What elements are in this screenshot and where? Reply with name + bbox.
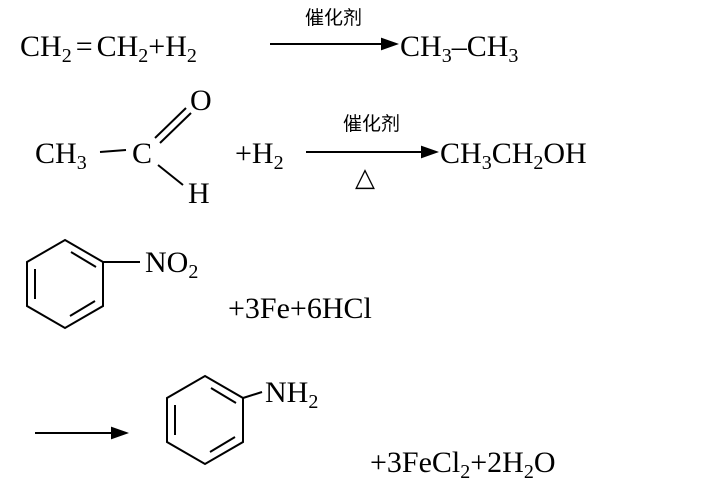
arrow-head-icon (111, 426, 129, 440)
amino-group: NH2 (265, 376, 318, 413)
hydrogen-atom: H (188, 177, 210, 210)
catalyst-label: 催化剂 (343, 113, 400, 135)
arrow-head-icon (381, 37, 399, 51)
arrow-head-icon (421, 145, 439, 159)
byproducts: +3FeCl2+2H2O (370, 446, 556, 480)
equation-nitrobenzene: NO2 +3Fe+6HCl (26, 238, 372, 330)
methyl-group: CH3 (35, 137, 87, 174)
hydrogen-reagent: +H2 (235, 137, 284, 174)
reactant-ethene: CH2=CH2+H2 (20, 30, 197, 67)
benzene-ring-icon (26, 238, 104, 330)
product-ethane: CH3–CH3 (400, 30, 518, 67)
heat-symbol: △ (355, 163, 375, 192)
nitro-group: NO2 (145, 246, 198, 283)
amino-bond (242, 391, 263, 399)
equation-ethene-hydrogenation: CH2=CH2+H2 催化剂 CH3–CH3 (20, 7, 518, 67)
single-bond (99, 149, 127, 153)
benzene-ring-icon (166, 374, 244, 466)
ch-bond (157, 164, 184, 186)
double-bond-second-line (159, 112, 192, 144)
catalyst-label: 催化剂 (305, 7, 362, 29)
product-ethanol: CH3CH2OH (440, 137, 587, 174)
oxygen-atom: O (190, 84, 212, 117)
equation-aniline-product: NH2 +3FeCl2+2H2O (35, 374, 556, 480)
reagents: +3Fe+6HCl (228, 292, 372, 325)
equation-acetaldehyde-reduction: CH3 C O H +H2 催化剂 △ CH3CH2OH (35, 84, 587, 210)
double-bond (154, 107, 187, 139)
carbon-atom: C (132, 137, 152, 170)
